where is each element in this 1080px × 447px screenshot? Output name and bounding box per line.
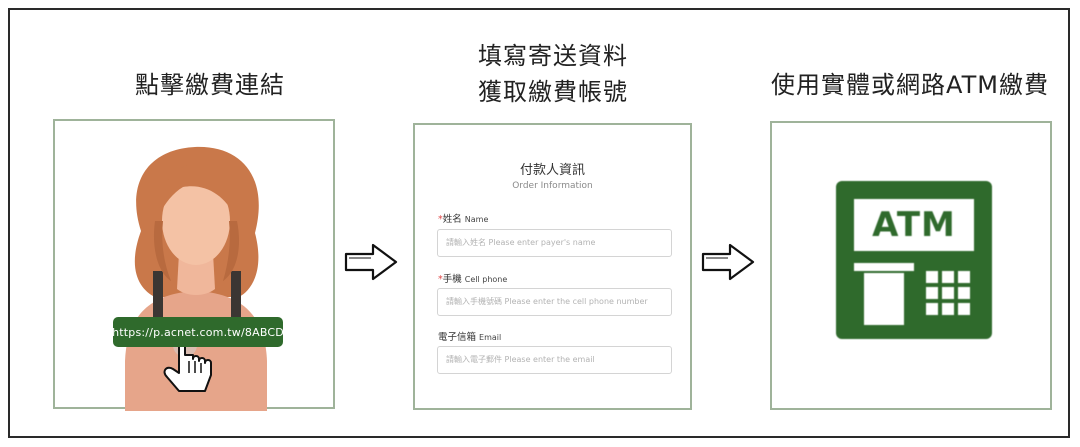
form-title: 付款人資訊 — [519, 163, 585, 178]
arrow-right-icon — [344, 243, 398, 281]
step-1-title: 點擊繳費連結 — [80, 67, 340, 103]
payment-link[interactable]: https://p.acnet.com.tw/8ABCD — [112, 317, 284, 347]
required-mark: * — [438, 274, 443, 285]
atm-machine-icon: ATM — [836, 181, 992, 339]
email-label-zh: 電子信箱 — [438, 332, 477, 343]
person-illustration — [125, 146, 267, 411]
name-label-en: Name — [464, 215, 489, 224]
phone-label-en: Cell phone — [464, 275, 508, 284]
atm-label: ATM — [872, 205, 956, 245]
form-subtitle: Order Information — [512, 181, 593, 191]
email-input[interactable]: 請輸入電子郵件 Please enter the email — [437, 346, 672, 374]
step-2-title-line-2: 獲取繳費帳號 — [478, 78, 628, 106]
panel-click-link: https://p.acnet.com.tw/8ABCD — [53, 119, 335, 411]
email-label-en: Email — [479, 333, 502, 342]
required-mark: * — [438, 214, 443, 225]
name-label-zh: 姓名 — [442, 214, 462, 225]
step-2-title: 填寫寄送資料 獲取繳費帳號 — [423, 38, 683, 110]
step-2-title-line-1: 填寫寄送資料 — [478, 42, 628, 70]
step-1-title-line-1: 點擊繳費連結 — [135, 71, 285, 99]
panel-atm: ATM — [770, 121, 1052, 410]
name-input[interactable]: 請輸入姓名 Please enter payer's name — [437, 229, 672, 257]
phone-input[interactable]: 請輸入手機號碼 Please enter the cell phone numb… — [437, 288, 672, 316]
arrow-right-icon — [701, 243, 755, 281]
step-3-title-line-1: 使用實體或網路ATM繳費 — [771, 71, 1049, 99]
outer-frame — [8, 8, 1070, 438]
phone-label-zh: 手機 — [442, 274, 462, 285]
step-3-title: 使用實體或網路ATM繳費 — [760, 67, 1060, 103]
